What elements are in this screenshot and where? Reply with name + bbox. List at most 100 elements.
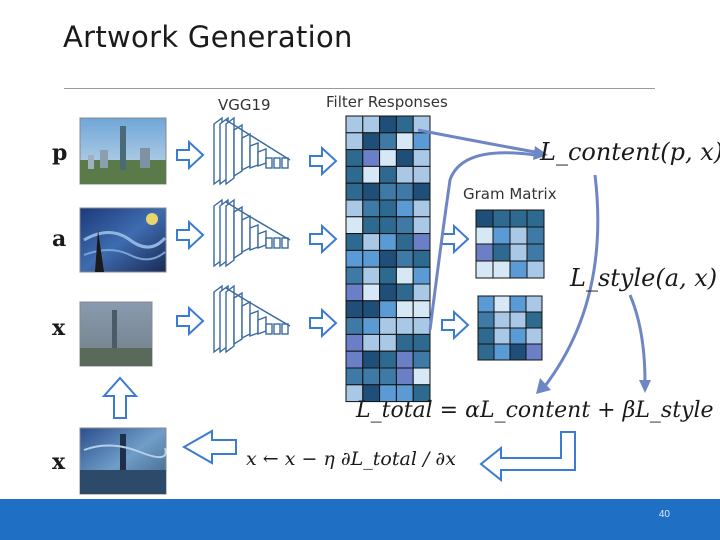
grid-cell bbox=[345, 132, 364, 151]
content-loss-equation: L_content(p, x) bbox=[540, 138, 720, 166]
gram-matrix-generated bbox=[477, 295, 543, 361]
grid-cell bbox=[509, 243, 528, 262]
arrow-vgg-to-filters-2 bbox=[309, 223, 338, 255]
gram-matrix-style bbox=[475, 209, 545, 279]
grid-cell bbox=[395, 149, 414, 167]
grid-cell bbox=[492, 209, 511, 228]
generated-image-initial bbox=[79, 301, 153, 367]
arrow-total-to-update bbox=[479, 431, 576, 483]
grid-cell bbox=[379, 283, 397, 302]
grid-cell bbox=[379, 333, 397, 352]
grid-cell bbox=[379, 216, 397, 235]
flow-arrowheads bbox=[533, 146, 651, 394]
update-rule-text: x ← x − η ∂L_total / ∂x bbox=[246, 448, 456, 470]
grid-cell bbox=[345, 199, 364, 218]
grid-cell bbox=[362, 283, 381, 302]
grid-cell bbox=[362, 317, 381, 335]
grid-cell bbox=[492, 226, 511, 245]
grid-cell bbox=[412, 300, 431, 319]
footer-bar: 40 bbox=[0, 499, 720, 540]
grid-cell bbox=[526, 260, 545, 279]
grid-cell bbox=[525, 343, 543, 361]
grid-cell bbox=[379, 233, 397, 251]
grid-cell bbox=[379, 367, 397, 386]
style-painting bbox=[79, 207, 167, 273]
slide-title: Artwork Generation bbox=[63, 20, 353, 54]
arrow-filters-to-gram-2 bbox=[441, 309, 470, 341]
grid-cell bbox=[477, 343, 495, 361]
grid-cell bbox=[493, 311, 511, 329]
grid-cell bbox=[345, 216, 364, 235]
grid-cell bbox=[475, 243, 494, 262]
grid-cell bbox=[395, 300, 414, 319]
gram-matrix-label: Gram Matrix bbox=[463, 185, 557, 203]
vgg-network-3 bbox=[213, 284, 291, 354]
arrow-image-to-vgg-2 bbox=[176, 219, 205, 251]
arrow-image-to-vgg-1 bbox=[176, 139, 205, 171]
arrow-image-to-vgg-3 bbox=[176, 305, 205, 337]
grid-cell bbox=[412, 266, 431, 285]
grid-cell bbox=[475, 209, 494, 228]
total-loss-equation: L_total = αL_content + βL_style bbox=[356, 398, 714, 423]
vgg-label: VGG19 bbox=[218, 96, 271, 114]
arrow-update-left bbox=[181, 429, 237, 465]
grid-cell bbox=[412, 333, 431, 352]
grid-cell bbox=[345, 266, 364, 285]
grid-cell bbox=[345, 317, 364, 335]
grid-cell bbox=[412, 317, 431, 335]
style-loss-equation: L_style(a, x) bbox=[570, 264, 717, 292]
grid-cell bbox=[362, 367, 381, 386]
grid-cell bbox=[475, 226, 494, 245]
grid-cell bbox=[362, 333, 381, 352]
grid-cell bbox=[509, 311, 527, 329]
grid-cell bbox=[493, 295, 511, 313]
generated-image-final bbox=[79, 427, 167, 495]
filter-responses-grid bbox=[345, 115, 431, 403]
grid-cell bbox=[362, 216, 381, 235]
grid-cell bbox=[345, 249, 364, 268]
arrow-style-to-total bbox=[628, 294, 647, 383]
grid-cell bbox=[492, 260, 511, 279]
grid-cell bbox=[395, 233, 414, 251]
grid-cell bbox=[362, 165, 381, 184]
grid-cell bbox=[525, 295, 543, 313]
grid-cell bbox=[525, 311, 543, 329]
page-number: 40 bbox=[658, 509, 670, 520]
grid-cell bbox=[379, 350, 397, 369]
title-divider bbox=[64, 88, 655, 89]
grid-cell bbox=[395, 249, 414, 268]
grid-cell bbox=[412, 233, 431, 251]
grid-cell bbox=[345, 165, 364, 184]
style-loss-text: L_style(a, x) bbox=[570, 264, 718, 292]
label-a: a bbox=[52, 226, 67, 252]
grid-cell bbox=[395, 333, 414, 352]
grid-cell bbox=[412, 384, 431, 403]
grid-cell bbox=[379, 317, 397, 335]
grid-cell bbox=[526, 243, 545, 262]
grid-cell bbox=[395, 350, 414, 369]
total-loss-text: L_total = αL_content + βL_style bbox=[356, 398, 714, 423]
grid-cell bbox=[345, 149, 364, 167]
grid-cell bbox=[412, 149, 431, 167]
arrow-content-to-total bbox=[543, 174, 600, 387]
vgg-network-1 bbox=[213, 116, 291, 186]
flow-arrows bbox=[417, 128, 647, 387]
grid-cell bbox=[362, 182, 381, 201]
grid-cell bbox=[412, 367, 431, 386]
arrow-content-from-generated bbox=[428, 151, 536, 331]
grid-cell bbox=[509, 260, 528, 279]
filter-responses-label: Filter Responses bbox=[326, 93, 448, 111]
grid-cell bbox=[362, 115, 381, 134]
grid-cell bbox=[477, 311, 495, 329]
grid-cell bbox=[509, 343, 527, 361]
grid-cell bbox=[509, 295, 527, 313]
grid-cell bbox=[412, 182, 431, 201]
content-photo bbox=[79, 117, 167, 185]
arrow-filters-to-gram-1 bbox=[441, 223, 470, 255]
grid-cell bbox=[379, 165, 397, 184]
grid-cell bbox=[379, 132, 397, 151]
grid-cell bbox=[526, 226, 545, 245]
grid-cell bbox=[395, 132, 414, 151]
grid-cell bbox=[525, 327, 543, 345]
arrow-content-from-grid bbox=[417, 128, 536, 154]
